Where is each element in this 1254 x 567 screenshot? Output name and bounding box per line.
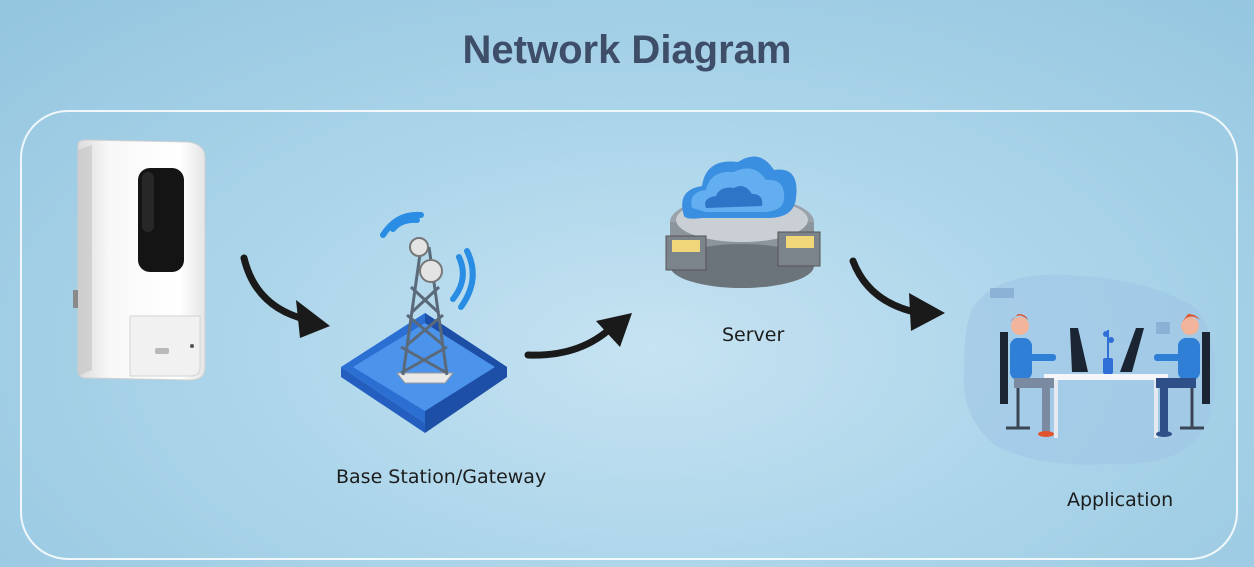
cell-tower-icon [341,211,507,433]
server-label: Server [722,324,785,346]
application-label: Application [1067,489,1174,511]
soap-dispenser-icon [73,139,206,381]
people-at-computers-icon [963,274,1216,465]
arrow-dispenser-to-gateway [240,254,330,338]
arrow-server-to-application [849,257,945,331]
gateway-label: Base Station/Gateway [336,466,547,488]
cloud-server-icon [665,156,821,288]
diagram-frame [20,110,1238,560]
arrow-gateway-to-server [524,313,632,359]
diagram-title: Network Diagram [462,28,792,72]
